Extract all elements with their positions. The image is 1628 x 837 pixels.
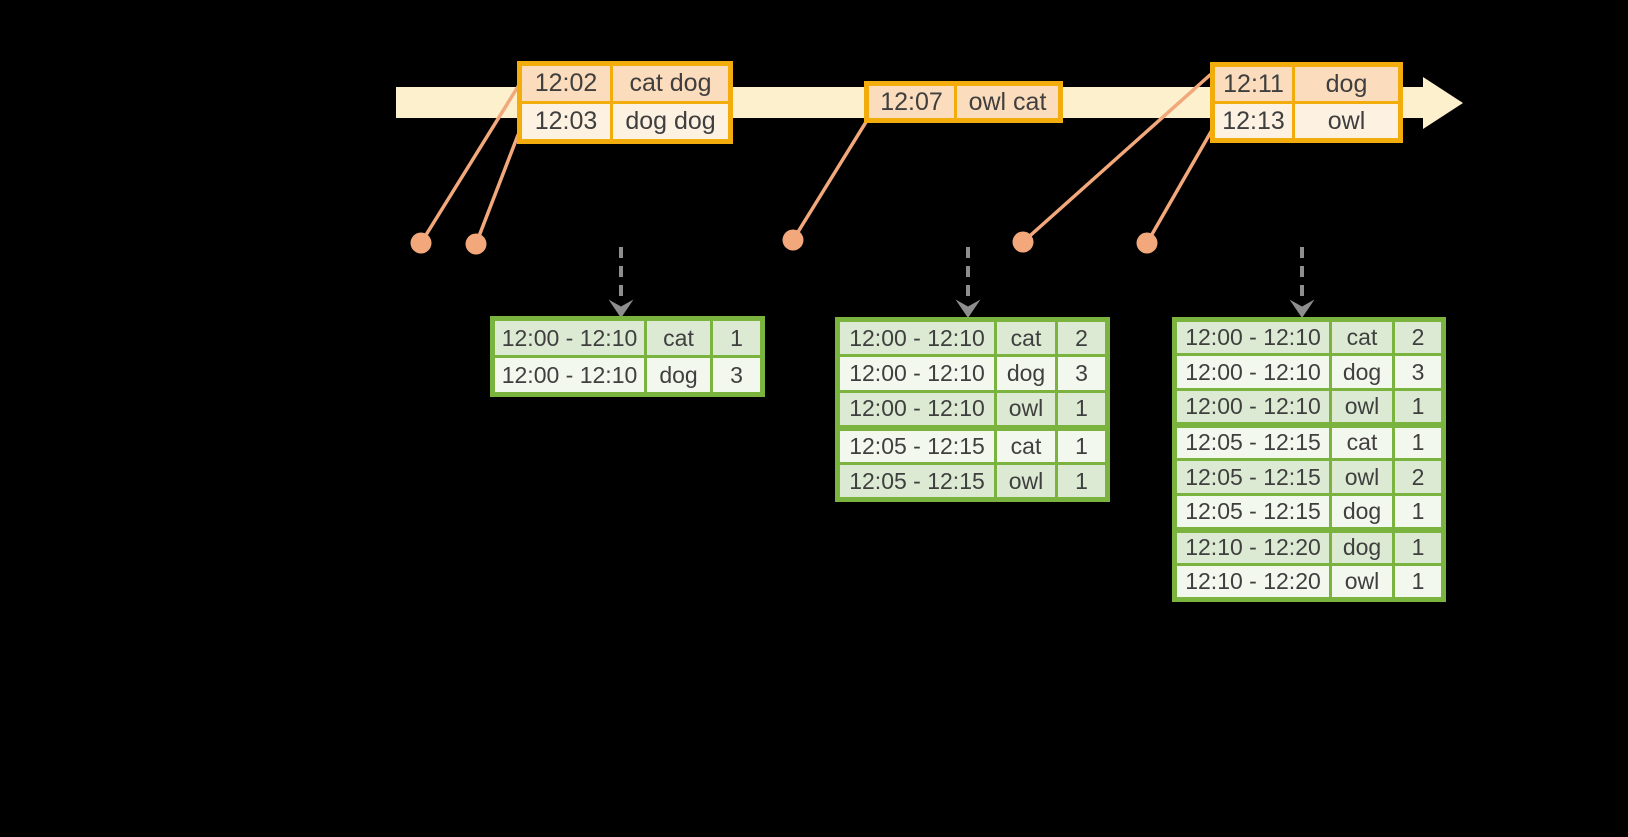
- result-row: 12:05 - 12:15 cat 1: [836, 424, 1109, 465]
- result-row: 12:00 - 12:10 dog 3: [491, 355, 764, 396]
- window-cell: 12:10 - 12:20: [1173, 526, 1332, 566]
- word-cell: dog: [1329, 493, 1395, 531]
- word-cell: owl: [1329, 563, 1395, 601]
- word-cell: dog: [1329, 353, 1395, 391]
- result-row: 12:00 - 12:10 owl 1: [1173, 388, 1445, 426]
- result-row: 12:10 - 12:20 dog 1: [1173, 526, 1445, 566]
- window-cell: 12:10 - 12:20: [1173, 563, 1332, 601]
- window-cell: 12:05 - 12:15: [836, 424, 997, 465]
- event-row: 12:07 owl cat: [865, 82, 1062, 122]
- event-time-cell: 12:02: [518, 62, 613, 104]
- word-cell: cat: [1329, 421, 1395, 461]
- window-cell: 12:00 - 12:10: [1173, 353, 1332, 391]
- window-cell: 12:00 - 12:10: [836, 390, 997, 429]
- count-cell: 3: [1055, 354, 1109, 393]
- count-cell: 1: [1392, 526, 1445, 566]
- event-connector-line: [474, 133, 520, 246]
- trigger-arrowhead-icon: [1289, 299, 1315, 318]
- result-row: 12:05 - 12:15 owl 2: [1173, 458, 1445, 496]
- count-cell: 3: [710, 355, 764, 396]
- count-cell: 1: [1392, 421, 1445, 461]
- window-cell: 12:05 - 12:15: [1173, 458, 1332, 496]
- count-cell: 3: [1392, 353, 1445, 391]
- word-cell: dog: [994, 354, 1058, 393]
- result-row: 12:05 - 12:15 owl 1: [836, 462, 1109, 501]
- result-table-2: 12:00 - 12:10 cat 2 12:00 - 12:10 dog 3 …: [835, 317, 1110, 502]
- word-cell: owl: [994, 390, 1058, 429]
- result-table-3: 12:00 - 12:10 cat 2 12:00 - 12:10 dog 3 …: [1172, 317, 1446, 602]
- event-dot: [1136, 232, 1158, 254]
- word-cell: cat: [994, 318, 1058, 357]
- count-cell: 1: [1392, 388, 1445, 426]
- count-cell: 1: [1392, 563, 1445, 601]
- word-cell: cat: [644, 317, 713, 358]
- result-table-1: 12:00 - 12:10 cat 1 12:00 - 12:10 dog 3: [490, 316, 765, 397]
- event-words-cell: dog: [1292, 63, 1402, 104]
- word-cell: owl: [994, 462, 1058, 501]
- result-row: 12:00 - 12:10 cat 1: [491, 317, 764, 358]
- result-row: 12:00 - 12:10 owl 1: [836, 390, 1109, 429]
- word-cell: dog: [1329, 526, 1395, 566]
- event-words-cell: owl cat: [954, 82, 1062, 122]
- event-table-2: 12:07 owl cat: [864, 81, 1063, 123]
- count-cell: 1: [1055, 424, 1109, 465]
- event-connector-line: [1145, 128, 1214, 245]
- window-cell: 12:00 - 12:10: [491, 317, 647, 358]
- event-row: 12:13 owl: [1211, 101, 1402, 142]
- window-cell: 12:05 - 12:15: [836, 462, 997, 501]
- event-time-cell: 12:13: [1211, 101, 1295, 142]
- word-cell: cat: [994, 424, 1058, 465]
- word-cell: owl: [1329, 458, 1395, 496]
- count-cell: 1: [710, 317, 764, 358]
- word-cell: owl: [1329, 388, 1395, 426]
- count-cell: 1: [1392, 493, 1445, 531]
- event-dot: [782, 229, 804, 251]
- event-dot: [410, 232, 432, 254]
- window-cell: 12:00 - 12:10: [836, 318, 997, 357]
- window-cell: 12:00 - 12:10: [1173, 318, 1332, 356]
- result-row: 12:00 - 12:10 dog 3: [836, 354, 1109, 393]
- event-row: 12:11 dog: [1211, 63, 1402, 104]
- count-cell: 2: [1055, 318, 1109, 357]
- trigger-arrowhead-icon: [955, 299, 981, 318]
- word-cell: cat: [1329, 318, 1395, 356]
- event-time-cell: 12:11: [1211, 63, 1295, 104]
- result-row: 12:10 - 12:20 owl 1: [1173, 563, 1445, 601]
- count-cell: 2: [1392, 458, 1445, 496]
- event-connector-line: [791, 120, 868, 242]
- result-row: 12:05 - 12:15 dog 1: [1173, 493, 1445, 531]
- event-words-cell: dog dog: [610, 101, 732, 143]
- window-cell: 12:05 - 12:15: [1173, 493, 1332, 531]
- event-time-cell: 12:07: [865, 82, 957, 122]
- event-row: 12:03 dog dog: [518, 101, 732, 143]
- event-time-cell: 12:03: [518, 101, 613, 143]
- event-words-cell: cat dog: [610, 62, 732, 104]
- event-table-1: 12:02 cat dog 12:03 dog dog: [517, 61, 733, 144]
- timeline-arrowhead-icon: [1423, 77, 1463, 129]
- event-dot: [1012, 231, 1034, 253]
- word-cell: dog: [644, 355, 713, 396]
- event-table-3: 12:11 dog 12:13 owl: [1210, 62, 1403, 143]
- result-row: 12:00 - 12:10 cat 2: [836, 318, 1109, 357]
- count-cell: 1: [1055, 390, 1109, 429]
- window-cell: 12:00 - 12:10: [836, 354, 997, 393]
- count-cell: 2: [1392, 318, 1445, 356]
- result-row: 12:05 - 12:15 cat 1: [1173, 421, 1445, 461]
- count-cell: 1: [1055, 462, 1109, 501]
- window-cell: 12:00 - 12:10: [491, 355, 647, 396]
- event-words-cell: owl: [1292, 101, 1402, 142]
- window-cell: 12:05 - 12:15: [1173, 421, 1332, 461]
- window-cell: 12:00 - 12:10: [1173, 388, 1332, 426]
- event-dot: [465, 233, 487, 255]
- event-row: 12:02 cat dog: [518, 62, 732, 104]
- result-row: 12:00 - 12:10 cat 2: [1173, 318, 1445, 356]
- result-row: 12:00 - 12:10 dog 3: [1173, 353, 1445, 391]
